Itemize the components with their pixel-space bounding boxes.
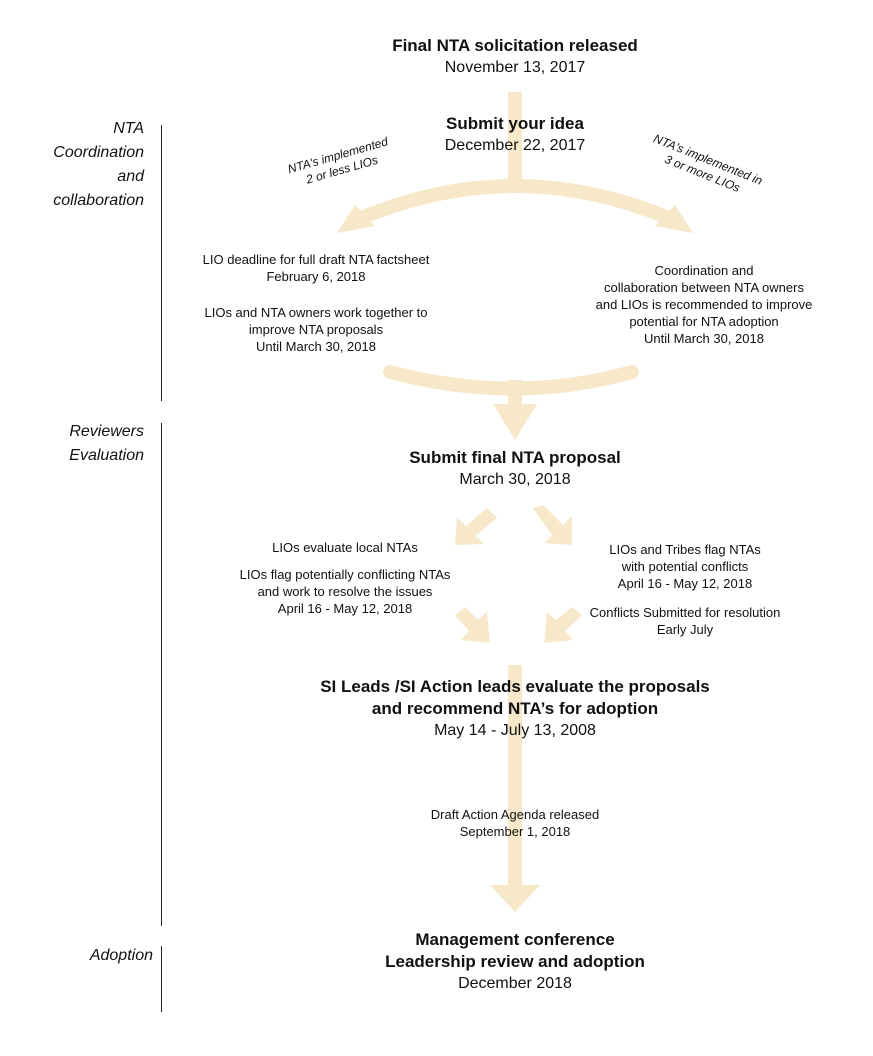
phase-label-adoption: Adoption <box>10 944 153 968</box>
step-title-line: Management conference <box>415 930 615 949</box>
step-submit-final: Submit final NTA proposal March 30, 2018 <box>315 447 715 490</box>
note-line: and LIOs is recommended to improve <box>595 297 813 312</box>
note-line: Until March 30, 2018 <box>256 339 376 354</box>
phase-label-reviewers: Reviewers Evaluation <box>10 420 144 468</box>
arrowhead-final <box>490 885 540 912</box>
step-management: Management conference Leadership review … <box>315 929 715 994</box>
phase-line: NTA <box>113 120 144 137</box>
step-title: Submit final NTA proposal <box>409 448 621 467</box>
note-coordination: Coordination and collaboration between N… <box>568 262 840 347</box>
note-lio-flag: LIOs flag potentially conflicting NTAs a… <box>210 566 480 617</box>
note-conflicts: Conflicts Submitted for resolution Early… <box>555 604 815 638</box>
merge-curve <box>383 365 639 396</box>
phase-rule-adoption <box>161 946 162 1012</box>
step-submit-idea: Submit your idea December 22, 2017 <box>315 113 715 156</box>
split-curve <box>345 179 685 229</box>
phase-line: Evaluation <box>69 447 144 464</box>
note-line: with potential conflicts <box>621 559 749 574</box>
note-line: LIOs and Tribes flag NTAs <box>609 542 761 557</box>
trunk-bottom <box>508 665 522 890</box>
note-line: Draft Action Agenda released <box>430 807 600 822</box>
trunk-top <box>508 92 522 186</box>
note-line: collaboration between NTA owners <box>604 280 804 295</box>
step-date: December 2018 <box>458 975 572 992</box>
note-line: September 1, 2018 <box>459 824 571 839</box>
arrow-join-left <box>455 607 490 643</box>
note-line: Coordination and <box>654 263 754 278</box>
note-tribes-flag: LIOs and Tribes flag NTAs with potential… <box>560 541 810 592</box>
note-line: LIOs evaluate local NTAs <box>272 540 418 555</box>
step-title-line: SI Leads /SI Action leads evaluate the p… <box>320 677 710 696</box>
step-solicitation: Final NTA solicitation released November… <box>315 35 715 78</box>
note-line: LIOs and NTA owners work together to <box>204 305 428 320</box>
note-line: potential for NTA adoption <box>629 314 779 329</box>
phase-line: collaboration <box>53 192 144 209</box>
phase-line: Reviewers <box>69 423 144 440</box>
note-draft-agenda: Draft Action Agenda released September 1… <box>390 806 640 840</box>
note-lio-evaluate: LIOs evaluate local NTAs <box>220 539 470 556</box>
note-line: April 16 - May 12, 2018 <box>617 576 753 591</box>
step-date: November 13, 2017 <box>444 59 586 76</box>
phase-rule-reviewers <box>161 423 162 926</box>
arrowhead-merge <box>493 404 537 440</box>
note-line: February 6, 2018 <box>266 269 366 284</box>
arrow-split-right <box>533 505 572 545</box>
note-line: Early July <box>656 622 714 637</box>
step-date: March 30, 2018 <box>459 471 571 488</box>
note-line: Conflicts Submitted for resolution <box>589 605 781 620</box>
arrow-join-right <box>544 607 582 643</box>
step-title-line: and recommend NTA’s for adoption <box>371 699 659 718</box>
phase-line: Coordination <box>53 144 144 161</box>
step-si-leads: SI Leads /SI Action leads evaluate the p… <box>235 676 795 741</box>
note-lio-work: LIOs and NTA owners work together to imp… <box>176 304 456 355</box>
phase-line: and <box>117 168 144 185</box>
note-line: April 16 - May 12, 2018 <box>277 601 413 616</box>
note-line: Until March 30, 2018 <box>644 331 764 346</box>
step-date: December 22, 2017 <box>444 137 586 154</box>
note-line: improve NTA proposals <box>248 322 384 337</box>
phase-rule-coordination <box>161 125 162 401</box>
step-title: Submit your idea <box>446 114 584 133</box>
step-title-line: Leadership review and adoption <box>385 952 645 971</box>
arrow-split-left <box>455 508 497 545</box>
note-line: LIO deadline for full draft NTA factshee… <box>202 252 430 267</box>
phase-label-coordination: NTA Coordination and collaboration <box>10 117 144 213</box>
note-line: and work to resolve the issues <box>257 584 433 599</box>
note-lio-deadline: LIO deadline for full draft NTA factshee… <box>176 251 456 285</box>
phase-line: Adoption <box>89 947 153 964</box>
note-line: LIOs flag potentially conflicting NTAs <box>239 567 451 582</box>
step-date: May 14 - July 13, 2008 <box>434 722 596 739</box>
step-title: Final NTA solicitation released <box>392 36 638 55</box>
